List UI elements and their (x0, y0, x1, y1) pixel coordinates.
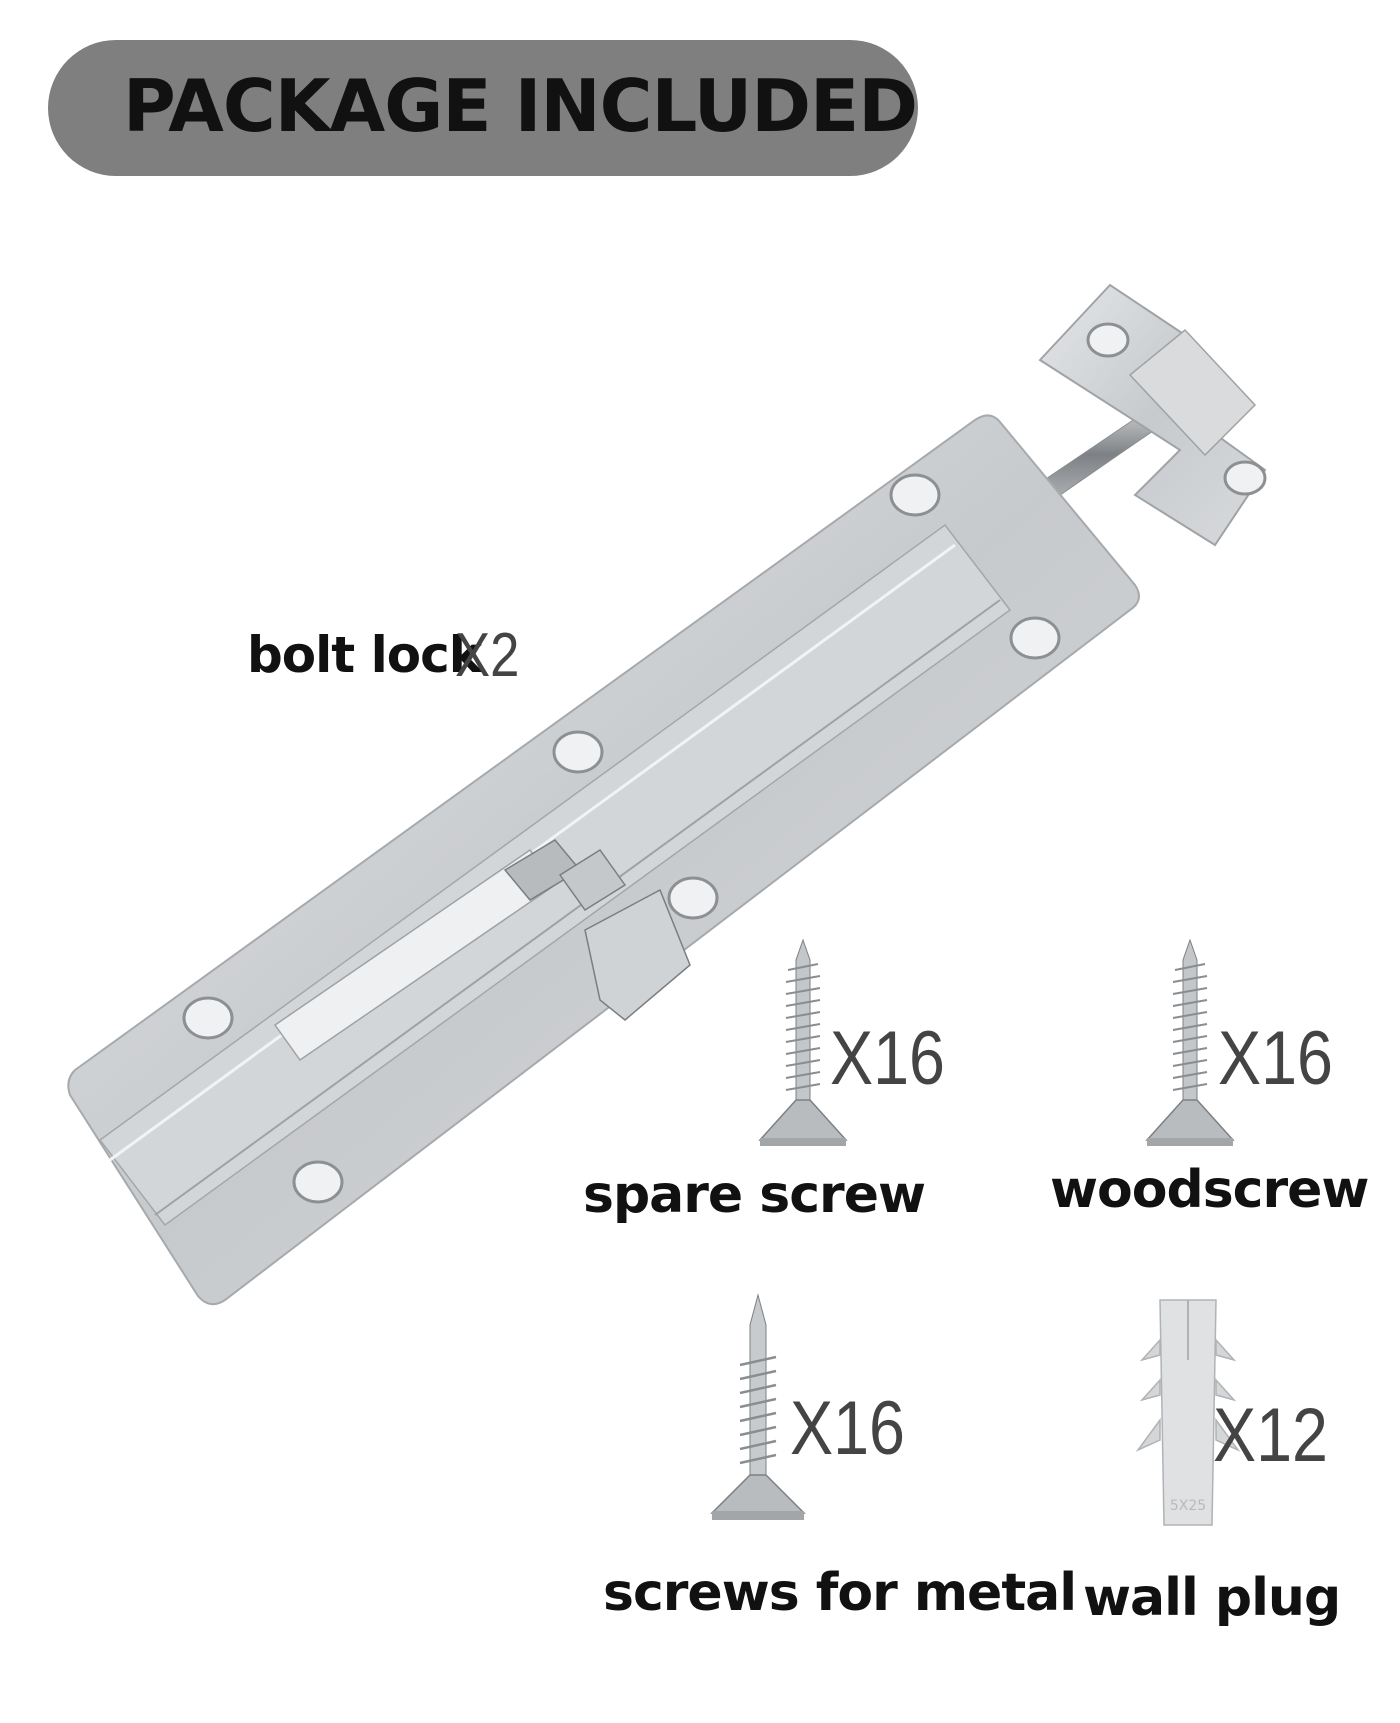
woodscrew-label: woodscrew (1050, 1160, 1369, 1220)
spare-screw-qty: X16 (830, 1016, 945, 1101)
wall-plug-label: wall plug (1083, 1568, 1341, 1628)
bolt-lock-qty: X2 (455, 621, 520, 690)
bolt-lock-label: bolt lock (247, 626, 482, 684)
package-banner: PACKAGE INCLUDED (48, 40, 918, 176)
woodscrew-qty: X16 (1218, 1016, 1333, 1101)
spare-screw-icon (758, 938, 848, 1146)
metal-screw-qty: X16 (790, 1386, 905, 1471)
wall-plug-icon: 5X25 (1135, 1299, 1241, 1526)
wall-plug-marking: 5X25 (1170, 1498, 1206, 1514)
spare-screw-label: spare screw (583, 1165, 926, 1225)
woodscrew-icon (1145, 938, 1235, 1146)
metal-screw-icon (710, 1293, 806, 1520)
wall-plug-qty: X12 (1213, 1393, 1328, 1478)
metal-screw-label: screws for metal (603, 1563, 1077, 1623)
page-title: PACKAGE INCLUDED (123, 64, 918, 148)
